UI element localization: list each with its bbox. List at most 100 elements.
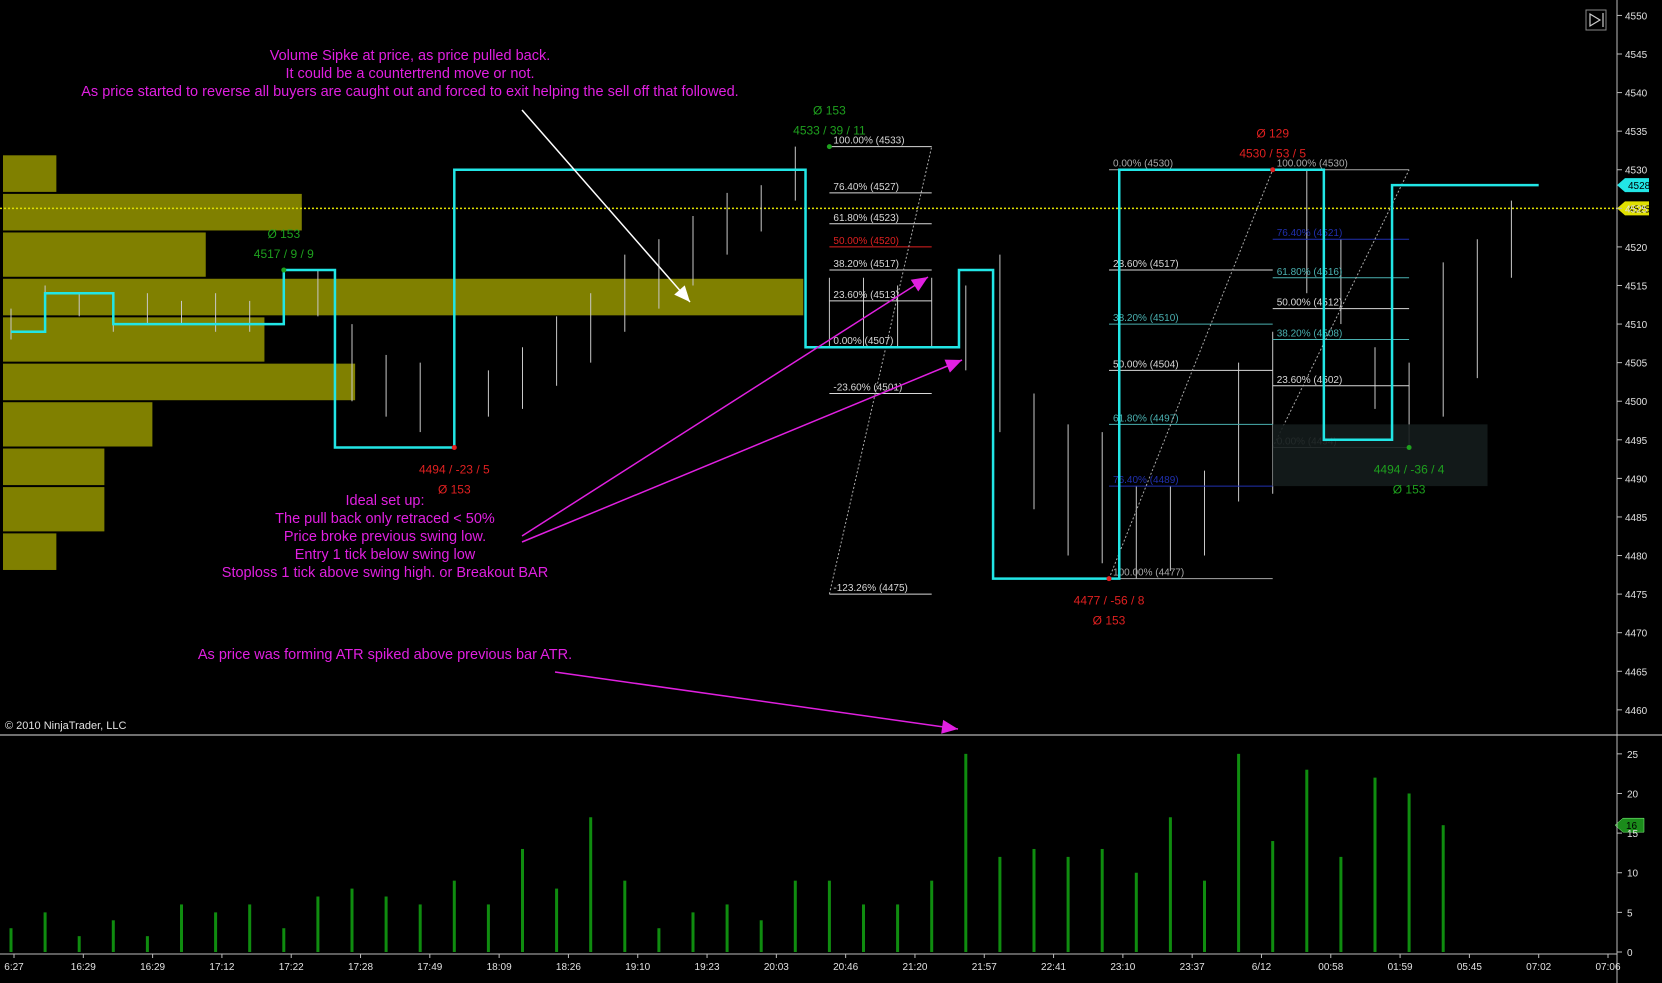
volume-bar xyxy=(657,928,661,952)
volume-bar xyxy=(1203,880,1206,952)
arrow-setup-pullback xyxy=(521,276,929,537)
volume-profile-bar xyxy=(3,155,57,192)
volume-bar xyxy=(316,896,320,952)
volume-bar xyxy=(896,904,900,952)
price-tick-label: 4540 xyxy=(1625,89,1648,100)
volume-profile-bar xyxy=(3,232,206,277)
time-tick-label: 07:06 xyxy=(1595,962,1620,973)
fib-level-label: 100.00% (4530) xyxy=(1277,159,1348,170)
volume-bar xyxy=(1032,848,1036,952)
swing-point xyxy=(826,144,832,150)
arrow-shaft xyxy=(521,359,963,543)
volume-bar xyxy=(1407,793,1411,952)
fib-level-label: 61.80% (4516) xyxy=(1277,267,1343,278)
time-tick-label: 6:27 xyxy=(4,962,24,973)
time-tick-label: 6/12 xyxy=(1252,962,1272,973)
price-tick-label: 4535 xyxy=(1625,127,1648,138)
swing-label-text: 4530 / 53 / 5 xyxy=(1239,147,1306,161)
swing-label: 4494 / -23 / 5Ø 153 xyxy=(419,445,490,497)
fib-level-label: 50.00% (4504) xyxy=(1113,359,1179,370)
annotation-text: It could be a countertrend move or not. xyxy=(285,66,534,82)
time-tick-label: 05:45 xyxy=(1457,962,1482,973)
target-zone-box xyxy=(1272,424,1488,487)
fib-retracement-3[interactable]: 100.00% (4530) 76.40% (4521) 61.80% (4516)… xyxy=(1272,159,1410,449)
volume-bar xyxy=(1237,753,1241,952)
volume-bar xyxy=(1441,825,1445,952)
volume-bar xyxy=(77,936,81,952)
volume-tick-label: 25 xyxy=(1627,750,1639,761)
time-tick-label: 00:58 xyxy=(1318,962,1343,973)
fib-retracement-2[interactable]: 0.00% (4530)23.60% (4517)38.20% (4510)50… xyxy=(1108,159,1274,580)
arrow-volume-spike xyxy=(521,109,691,303)
volume-bar xyxy=(418,904,422,952)
volume-bar xyxy=(930,880,934,952)
annotation-2: Ideal set up:The pull back only retraced… xyxy=(222,493,548,581)
annotation-text: Entry 1 tick below swing low xyxy=(295,547,476,563)
last-price-marker-shape xyxy=(1617,178,1649,193)
price-tick-label: 4515 xyxy=(1625,281,1648,292)
time-tick-label: 17:22 xyxy=(279,962,304,973)
volume-bar xyxy=(350,888,354,952)
volume-bar xyxy=(691,912,695,952)
volume-tick-label: 5 xyxy=(1627,908,1633,919)
volume-bar xyxy=(1305,769,1309,952)
time-tick-label: 07:02 xyxy=(1526,962,1551,973)
price-tick-label: 4490 xyxy=(1625,474,1648,485)
price-tick-label: 4470 xyxy=(1625,629,1648,640)
time-tick-label: 21:57 xyxy=(972,962,997,973)
volume-bar xyxy=(452,880,456,952)
price-tick-label: 4475 xyxy=(1625,590,1648,601)
price-tick-label: 4460 xyxy=(1625,706,1648,717)
scroll-end-icon[interactable] xyxy=(1585,9,1607,31)
fib-retracement-1[interactable]: 100.00% (4533)76.40% (4527)61.80% (4523)… xyxy=(828,136,933,595)
volume-bar xyxy=(1339,856,1343,952)
swing-label-text: 4494 / -36 / 4 xyxy=(1374,463,1445,477)
fib-level-label: 0.00% (4507) xyxy=(833,336,893,347)
fib-level-label: -123.26% (4475) xyxy=(833,583,908,594)
volume-bar xyxy=(486,904,490,952)
time-tick-label: 18:09 xyxy=(487,962,512,973)
annotation-3: As price was forming ATR spiked above pr… xyxy=(198,647,572,663)
volume-bar xyxy=(145,936,149,952)
volume-bar xyxy=(555,888,559,952)
volume-profile-bar xyxy=(3,533,57,570)
volume-bar xyxy=(623,880,627,952)
fib-trend-line xyxy=(828,146,933,595)
volume-profile-bar xyxy=(3,193,302,231)
price-tick-label: 4510 xyxy=(1625,320,1648,331)
annotation-text: As price was forming ATR spiked above pr… xyxy=(198,647,572,663)
annotation-1: Volume Sipke at price, as price pulled b… xyxy=(81,48,738,100)
copyright-text: © 2010 NinjaTrader, LLC xyxy=(5,720,126,732)
swing-label-text: Ø 153 xyxy=(813,104,846,118)
fib-level-label: 23.60% (4513) xyxy=(833,290,899,301)
volume-bar xyxy=(43,912,47,952)
last-volume-marker-shape xyxy=(1614,817,1645,833)
volume-bar xyxy=(9,928,13,952)
volume-bar xyxy=(1134,872,1138,952)
volume-bar xyxy=(214,912,218,952)
price-step-line[interactable] xyxy=(11,168,1539,580)
fib-level-label: 50.00% (4512) xyxy=(1277,298,1343,309)
fib-level-label: 23.60% (4517) xyxy=(1113,259,1179,270)
time-tick-label: 19:23 xyxy=(695,962,720,973)
time-tick-label: 16:29 xyxy=(71,962,96,973)
volume-bar xyxy=(862,904,865,952)
annotation-text: Stoploss 1 tick above swing high. or Bre… xyxy=(222,565,548,581)
price-tick-label: 4550 xyxy=(1625,11,1648,22)
swing-point xyxy=(281,267,287,273)
fib-level-label: 76.40% (4521) xyxy=(1277,228,1343,239)
fib-level-label: 100.00% (4533) xyxy=(833,136,904,147)
time-tick-label: 17:12 xyxy=(209,962,234,973)
fib-level-label: 76.40% (4489) xyxy=(1113,475,1179,486)
volume-profile-bar xyxy=(3,363,356,401)
price-tick-label: 4530 xyxy=(1625,166,1648,177)
time-tick-label: 23:37 xyxy=(1180,962,1205,973)
last-price-marker-label: 4528 xyxy=(1628,181,1651,192)
volume-bar xyxy=(793,880,797,952)
swing-point xyxy=(1270,167,1276,173)
volume-bar xyxy=(589,817,593,952)
